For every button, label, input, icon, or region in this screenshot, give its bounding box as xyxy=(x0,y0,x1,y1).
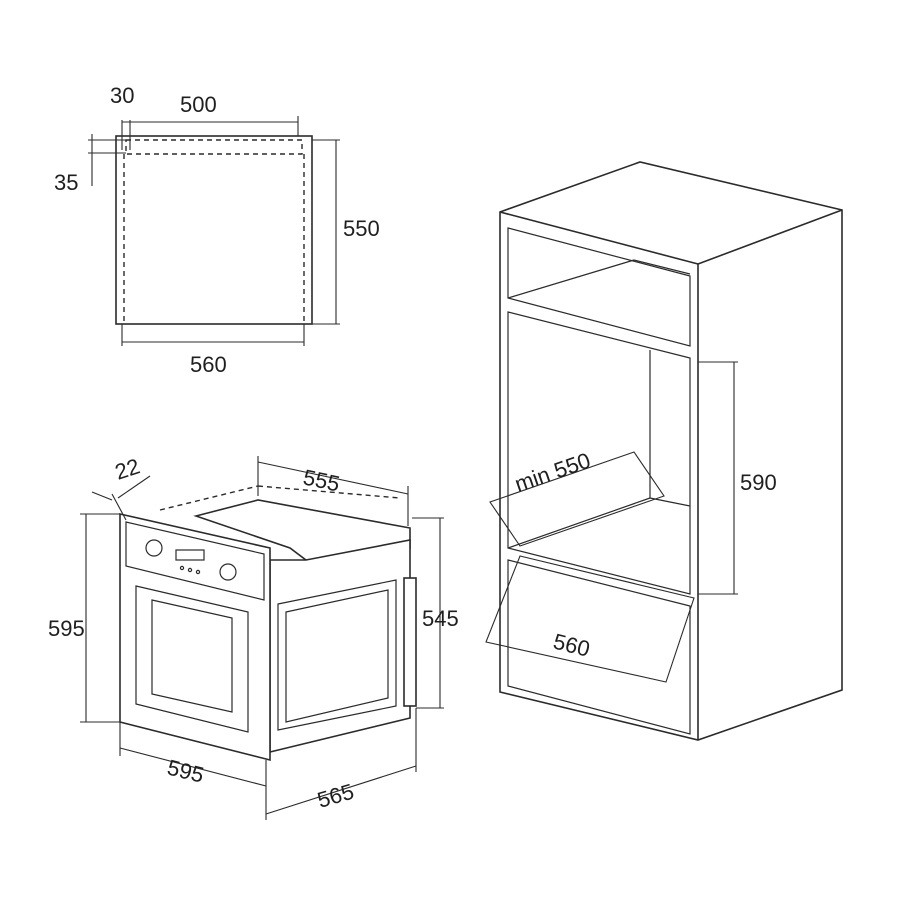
label-590: 590 xyxy=(740,470,777,495)
oven-button-2 xyxy=(187,567,193,573)
oven-control-panel xyxy=(125,521,265,601)
cabinet-upper-shelf-right xyxy=(633,259,691,275)
oven-side-mount xyxy=(403,577,417,707)
dim-min550-bracket xyxy=(489,451,665,547)
oven-side-body xyxy=(269,539,411,754)
cabinet-cavity-floor-right xyxy=(649,497,691,507)
label-500: 500 xyxy=(180,92,217,117)
dim-22-tick xyxy=(111,493,127,521)
dim-565-line xyxy=(265,765,417,815)
oven-knob-left xyxy=(145,539,163,557)
oven-knob-right xyxy=(219,563,237,581)
oven-side-panel-inner xyxy=(285,589,389,723)
cutout-view: 30 500 35 550 560 xyxy=(54,83,380,377)
cabinet-view: min 550 590 560 xyxy=(485,161,843,741)
oven-view: 22 555 595 545 595 565 xyxy=(48,453,459,820)
dim-560-bracket xyxy=(485,555,695,683)
label-595-width: 595 xyxy=(165,755,207,788)
oven-top-dashed xyxy=(159,485,259,511)
cabinet-oven-cavity xyxy=(507,311,691,595)
cutout-dashed-top xyxy=(125,139,303,155)
label-555: 555 xyxy=(301,464,342,496)
label-550: 550 xyxy=(343,216,380,241)
cabinet-upper-opening xyxy=(507,227,691,347)
oven-door-outer xyxy=(135,585,249,733)
cabinet-cavity-floor-back xyxy=(507,497,651,549)
dim-595w-line xyxy=(119,747,267,787)
oven-display xyxy=(175,549,205,561)
dim-22-leader xyxy=(117,475,151,499)
oven-button-1 xyxy=(179,565,185,571)
oven-top-dashed-back xyxy=(257,485,401,499)
oven-door-window xyxy=(151,599,233,713)
label-30: 30 xyxy=(110,83,134,108)
label-595-height: 595 xyxy=(48,616,85,641)
oven-button-3 xyxy=(195,569,201,575)
cabinet-outline xyxy=(499,161,843,741)
label-35: 35 xyxy=(54,170,78,195)
label-560: 560 xyxy=(190,352,227,377)
cabinet-top-right-edge xyxy=(697,209,843,265)
oven-side-panel-outer xyxy=(277,579,397,731)
label-22: 22 xyxy=(112,453,143,484)
cabinet-upper-shelf-back xyxy=(507,259,635,299)
label-565: 565 xyxy=(314,779,356,813)
dim-555-line xyxy=(257,461,409,495)
cutout-outline xyxy=(115,135,313,325)
dim-22-line xyxy=(91,491,113,501)
cabinet-lower-opening xyxy=(507,559,691,735)
label-545: 545 xyxy=(422,606,459,631)
cabinet-top-front-edge xyxy=(499,211,699,265)
